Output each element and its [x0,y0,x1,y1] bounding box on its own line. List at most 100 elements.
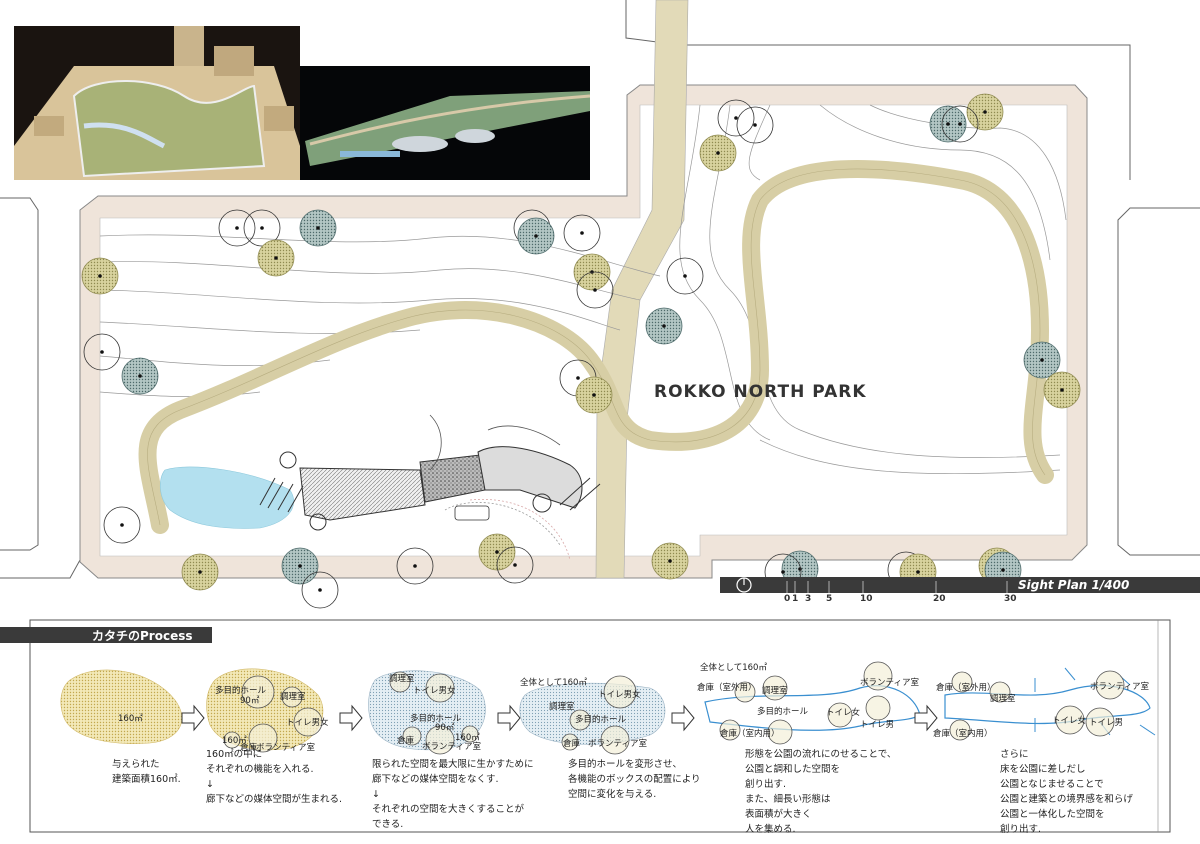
tree-trunk [513,563,517,567]
bubble-label-hall: 多目的ホール [757,707,809,717]
tree-trunk [753,123,757,127]
bubble-label-toilet_f: トイレ女 [1052,716,1087,726]
tree [103,506,141,544]
bubble-label-total: 全体として160㎡ [520,678,587,688]
scale-bar [720,577,1200,593]
function-bubble [425,725,455,755]
tree [396,547,434,585]
caption-line: 建築面積160㎡. [112,774,181,785]
tree-trunk [316,226,320,230]
tree-trunk [662,324,666,328]
tree-trunk [413,564,417,568]
park-name: ROKKO NORTH PARK [654,382,867,402]
tree-trunk [983,110,987,114]
caption-line: 公園と一体化した空間を [1000,809,1105,820]
tree-trunk [1001,568,1005,572]
tree [563,214,601,252]
bubble-label-volunteer: ボランティア室 [1090,682,1149,692]
caption-line: それぞれの機能を入れる. [206,764,314,775]
step6-shape [944,684,1151,725]
process-tab [0,627,212,643]
bubble-label-hall: 多目的ホール [410,714,462,724]
function-bubble [1095,670,1125,700]
process-arrow [181,704,205,732]
tree [301,571,339,609]
bubble-label-hall_area: 90㎡ [240,696,260,706]
bubble-label-cooking: 調理室 [389,674,415,684]
scale-tick-label: 0 [784,594,791,604]
step1-shape [60,669,183,744]
tree-trunk [495,550,499,554]
function-bubble [569,709,591,731]
bubble-label-area: 160㎡ [222,736,247,746]
caption-line: 表面積が大きく [745,809,812,820]
tree-trunk [781,570,785,574]
scale-tick-label: 5 [826,594,833,604]
building-plan [259,414,601,561]
function-bubble [425,673,455,703]
tree [576,271,614,309]
tree-trunk [734,116,738,120]
bubble-label-hall_area: 90㎡ [435,723,455,733]
caption-line: 創り出す. [745,779,787,790]
tree [243,209,281,247]
trees [81,93,1081,609]
bubble-label-volunteer: ボランティア室 [588,739,647,749]
tree [496,546,534,584]
function-bubble [402,726,422,746]
process-frame [29,619,1171,833]
caption-line: 廊下などの媒体空間をなくす. [372,774,499,785]
step-caption: 与えられた建築面積160㎡. [112,757,181,787]
step-caption: 160㎡の中にそれぞれの機能を入れる.↓廊下などの媒体空間が生まれる. [206,747,342,807]
bubble-label-toilet_f: トイレ女 [826,708,861,718]
tree-trunk [958,122,962,126]
bubble-label-storage_in: 倉庫（室内用） [720,729,780,739]
tree-trunk [138,374,142,378]
function-bubble [1055,705,1085,735]
tree-trunk [318,588,322,592]
bubble-label-cooking: 調理室 [280,692,306,702]
function-bubble [1085,707,1115,737]
bubble-label-storage: 倉庫 [240,743,258,753]
bubble-label-cooking: 調理室 [762,686,788,696]
process-title: カタチのProcess [92,629,193,643]
caption-line: 床を公園に差しだし [1000,764,1086,775]
step-caption: 限られた空間を最大限に生かすために廊下などの媒体空間をなくす.↓それぞれの空間を… [372,757,534,832]
caption-line: ↓ [206,779,214,790]
bubble-label-toilet_m: トイレ男 [860,720,895,730]
bubble-label-toilet: トイレ男女 [413,686,456,696]
bubble-label-toilet_m: トイレ男 [1089,718,1124,728]
function-bubble [241,675,275,709]
tree-trunk [916,570,920,574]
function-bubble [865,695,891,721]
caption-line: また、細長い形態は [745,794,831,805]
bubble-label-total: 全体として160㎡ [700,663,767,673]
bubble-label-storage_out: 倉庫（室外用） [697,683,757,693]
bubble-label-volunteer: ボランティア室 [422,742,481,752]
process-arrow [914,704,938,732]
caption-line: 人を集める. [745,824,796,835]
caption-line: 創り出す. [1000,824,1042,835]
tree-trunk [100,350,104,354]
tree-trunk [274,256,278,260]
bubble-label-volunteer: ボランティア室 [256,743,315,753]
bubble-label-area: 160㎡ [455,733,480,743]
process-diagrams [60,661,1156,755]
scale-tick-label: 10 [860,594,873,604]
caption-line: ↓ [372,789,380,800]
model-photo-1 [14,26,300,180]
tree-trunk [716,151,720,155]
function-bubble [949,719,971,741]
caption-line: それぞれの空間を大きくすることが [372,804,525,815]
function-bubble [863,661,893,691]
bubble-label-storage_out: 倉庫（室外用） [936,683,996,693]
function-bubble [461,725,479,743]
tree [736,106,774,144]
bubble-label-storage_in: 倉庫（室内用） [933,729,993,739]
function-bubble [719,719,741,741]
caption-line: 廊下などの媒体空間が生まれる. [206,794,343,805]
tree-trunk [235,226,239,230]
caption-line: 公園となじませることで [1000,779,1104,790]
scale-tick-label: 30 [1004,594,1017,604]
step-caption: 多目的ホールを変形させ、各機能のボックスの配置により空間に変化を与える. [568,757,701,802]
